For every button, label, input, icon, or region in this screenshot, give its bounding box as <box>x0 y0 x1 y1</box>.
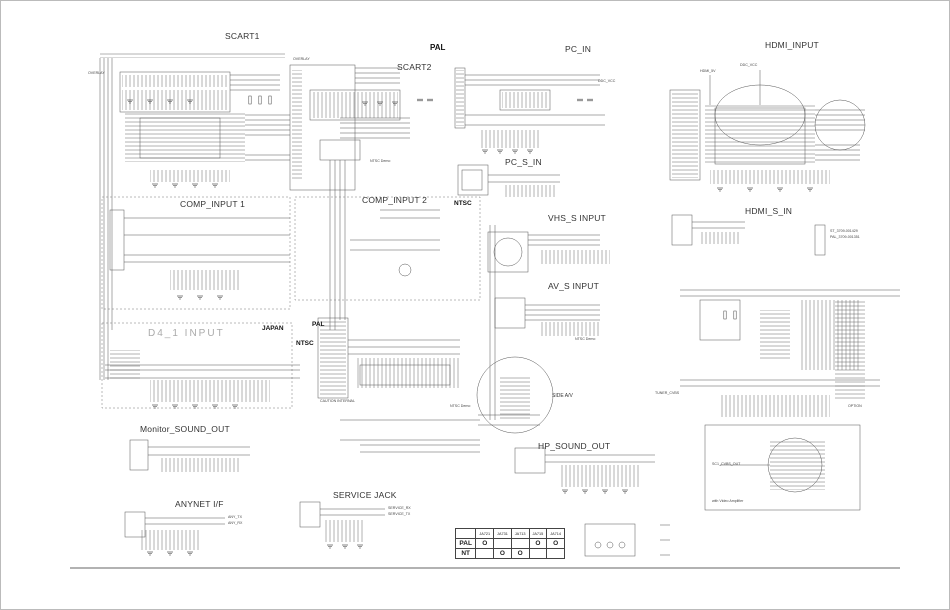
label-st-note: ST_3709-001429 <box>830 229 858 233</box>
scart2-block <box>289 64 410 330</box>
jack-table-region: NT <box>454 548 477 559</box>
section-title-hp-sound-out: HP_SOUND_OUT <box>538 441 611 451</box>
comp-input1-block <box>109 209 290 290</box>
label-sc1-cvbs-out: SC1_CVBS_OUT <box>712 462 741 466</box>
jack-table-row: NT O O <box>454 548 565 559</box>
scart1-block <box>99 52 290 380</box>
label-pal-note: PAL_3709-001351 <box>830 235 860 239</box>
jack-table-header: JA721 <box>475 528 495 539</box>
comp-input2-frame <box>294 196 481 301</box>
monitor-sound-out-block <box>129 439 250 472</box>
jack-table-cell <box>475 548 495 559</box>
section-title-av-s-input: AV_S INPUT <box>548 281 599 291</box>
label-side-av: SIDE A/V <box>552 393 573 399</box>
comp-input1-frame <box>101 196 291 310</box>
hdmi-input-block <box>669 70 866 184</box>
label-service-tx: SERVICE_TX <box>388 512 411 516</box>
jack-table-cell <box>528 548 548 559</box>
jack-table-header-row: JA721 JA731 JA713 JA715 JA714 <box>454 528 565 539</box>
jack-table-cell: O <box>475 538 495 549</box>
label-any-tx: ANY_TX <box>228 515 242 519</box>
label-ntsc-demo-3: NTSC Demo <box>575 337 596 341</box>
section-title-scart2: SCART2 <box>397 62 432 72</box>
label-ntsc-demo-2: NTSC Demo <box>450 404 471 408</box>
label-video-amp: with Video Amplifier <box>712 499 744 503</box>
section-title-pc-s-in: PC_S_IN <box>505 157 542 167</box>
jack-table-header: JA713 <box>510 528 530 539</box>
av-s-input-block <box>476 297 600 434</box>
section-title-pc-in: PC_IN <box>565 44 592 54</box>
pc-s-in-block <box>457 164 560 197</box>
label-tuner-cvbs: TUNER_CVBS <box>655 391 680 395</box>
service-jack-block <box>299 501 385 542</box>
label-caution: CAUTION INTERNAL <box>320 399 355 403</box>
jack-table-row: PAL O O O <box>454 538 565 549</box>
jack-table-cell: O <box>546 538 565 549</box>
label-ddc-vcc: DDC_VCC <box>598 79 616 83</box>
d4-input-block <box>105 350 300 402</box>
misc-parts <box>584 523 670 557</box>
label-overlay-1: OVERLAY <box>88 71 105 75</box>
label-option: OPTION <box>848 404 862 408</box>
label-any-rx: ANY_RX <box>228 521 243 525</box>
label-hdmi-5v: HDMI_5V <box>700 69 716 73</box>
label-ntsc-mid: NTSC <box>296 340 314 347</box>
jack-table-header: JA714 <box>546 528 565 539</box>
jack-table-header: JA715 <box>528 528 548 539</box>
section-title-comp-input1: COMP_INPUT 1 <box>180 199 246 209</box>
jack-table-cell: O <box>493 548 512 559</box>
jack-table-cell: O <box>528 538 548 549</box>
label-pal-top: PAL <box>430 43 446 52</box>
d4-input-frame <box>101 322 293 409</box>
jack-table-header <box>454 528 477 539</box>
section-title-service-jack: SERVICE JACK <box>333 490 397 500</box>
center-switch-block <box>317 317 480 453</box>
label-ddc-vcc-2: DDC_VCC <box>740 63 758 67</box>
section-title-comp-input2: COMP_INPUT 2 <box>362 195 428 205</box>
pc-in-block <box>454 67 605 148</box>
section-title-hdmi-s-in: HDMI_S_IN <box>745 206 793 216</box>
hp-sound-out-block <box>514 447 655 487</box>
jack-table-region: PAL <box>454 538 477 549</box>
section-title-scart1: SCART1 <box>225 31 260 41</box>
option-block <box>680 289 900 511</box>
section-title-anynet: ANYNET I/F <box>175 499 224 509</box>
jack-table-cell <box>546 548 565 559</box>
label-overlay-2: OVERLAY <box>293 57 310 61</box>
hdmi-s-in-block <box>671 214 826 256</box>
label-pal-mid: PAL <box>312 321 325 328</box>
section-title-hdmi-input: HDMI_INPUT <box>765 40 819 50</box>
section-title-vhs-s-input: VHS_S INPUT <box>548 213 606 223</box>
label-japan: JAPAN <box>262 325 284 332</box>
comp-input2-block <box>350 209 440 277</box>
label-ntsc-comp2: NTSC <box>454 200 472 207</box>
label-service-rx: SERVICE_RX <box>388 506 411 510</box>
jack-table-cell: O <box>510 548 530 559</box>
label-ntsc-demo-1: NTSC Demo <box>370 159 391 163</box>
anynet-block <box>124 511 225 550</box>
jack-option-table: JA721 JA731 JA713 JA715 JA714 PAL O O O … <box>454 528 565 559</box>
section-title-monitor-sound-out: Monitor_SOUND_OUT <box>140 424 230 434</box>
jack-table-cell <box>510 538 530 549</box>
jack-table-cell <box>493 538 512 549</box>
section-title-d4-input: D4_1 INPUT <box>148 328 225 339</box>
jack-table-header: JA731 <box>493 528 512 539</box>
